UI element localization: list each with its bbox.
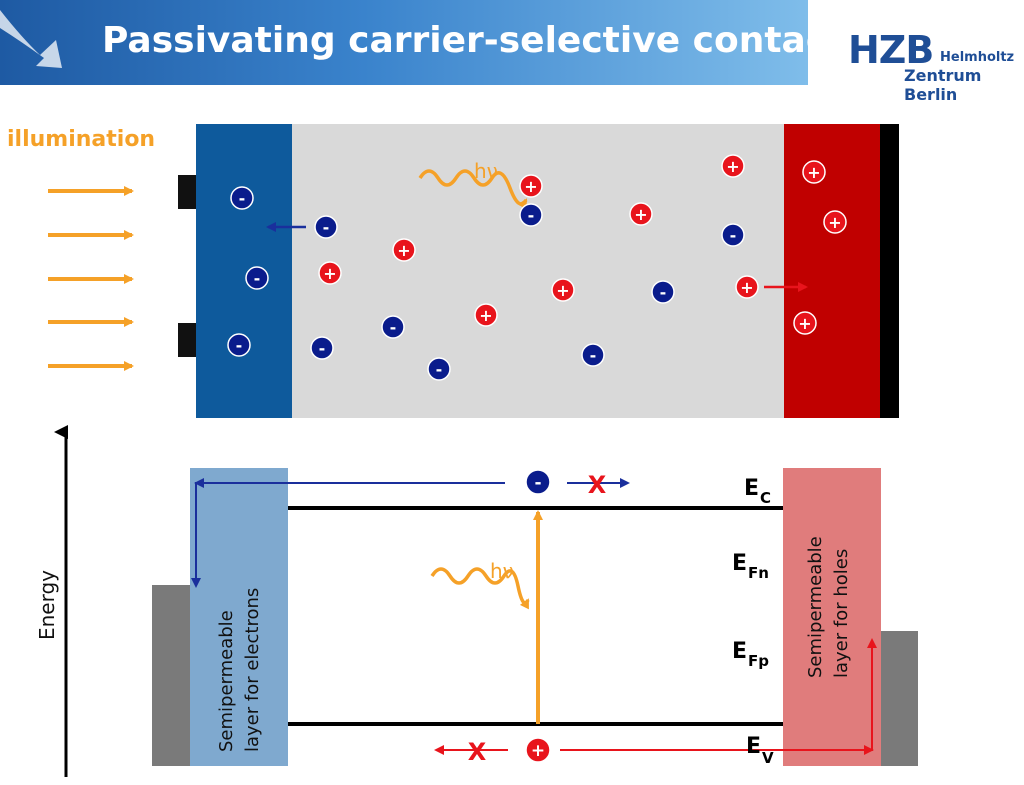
hole: + <box>721 154 745 178</box>
band-electron: - <box>525 469 551 495</box>
svg-text:+: + <box>479 306 492 325</box>
photon-wave-bottom <box>430 567 530 610</box>
absorber-layer <box>292 124 784 418</box>
electron: - <box>651 280 675 304</box>
rear-contact <box>880 124 899 418</box>
electron: - <box>314 215 338 239</box>
svg-text:+: + <box>531 741 545 761</box>
svg-text:-: - <box>436 360 443 379</box>
svg-text:+: + <box>740 278 753 297</box>
svg-text:-: - <box>319 339 326 358</box>
hole: + <box>823 210 847 234</box>
svg-text:+: + <box>397 241 410 260</box>
svg-text:-: - <box>590 346 597 365</box>
svg-text:E: E <box>732 639 747 664</box>
hole-layer-label-2: layer for holes <box>831 549 852 678</box>
ev-label: E V <box>746 734 774 767</box>
slide-title: Passivating carrier-selective contacts <box>102 20 866 61</box>
hole: + <box>793 311 817 335</box>
electron: - <box>230 186 254 210</box>
electron: - <box>427 357 451 381</box>
logo-line-1: Helmholtz <box>940 50 1015 65</box>
svg-text:-: - <box>730 226 737 245</box>
svg-text:V: V <box>762 749 774 767</box>
svg-text:E: E <box>744 476 759 501</box>
hole: + <box>629 202 653 226</box>
illumination-label: illumination <box>7 127 156 152</box>
svg-text:Fp: Fp <box>748 652 769 670</box>
photon-label-top: hν <box>474 159 498 183</box>
svg-text:+: + <box>556 281 569 300</box>
hole: + <box>551 278 575 302</box>
hole: + <box>519 174 543 198</box>
hole: + <box>802 160 826 184</box>
svg-text:+: + <box>634 205 647 224</box>
svg-text:+: + <box>807 163 820 182</box>
hole: + <box>474 303 498 327</box>
electron-blocked-mark: X <box>588 471 607 499</box>
svg-text:-: - <box>254 269 261 288</box>
svg-text:-: - <box>236 336 243 355</box>
svg-text:Fn: Fn <box>748 564 769 582</box>
svg-text:-: - <box>528 206 535 225</box>
svg-text:C: C <box>760 489 771 507</box>
svg-text:-: - <box>239 189 246 208</box>
hole: + <box>392 238 416 262</box>
logo-line-2: Zentrum Berlin <box>904 66 982 104</box>
band-hole: + <box>525 737 551 763</box>
electron: - <box>310 336 334 360</box>
electron: - <box>227 333 251 357</box>
svg-text:+: + <box>828 213 841 232</box>
hole-semipermeable-layer <box>783 468 881 766</box>
electron-semipermeable-layer <box>190 468 288 766</box>
svg-text:-: - <box>660 283 667 302</box>
svg-text:-: - <box>323 218 330 237</box>
electron: - <box>519 203 543 227</box>
efn-label: E Fn <box>732 551 769 582</box>
header-bar: Passivating carrier-selective contacts <box>0 0 866 85</box>
efp-label: E Fp <box>732 639 769 670</box>
svg-text:+: + <box>726 157 739 176</box>
hole-blocked-mark: X <box>468 738 487 766</box>
logo-mark: HZB <box>848 28 934 72</box>
svg-text:E: E <box>746 734 761 759</box>
hzb-logo: HZB Helmholtz Zentrum Berlin <box>848 28 1018 104</box>
svg-text:+: + <box>323 264 336 283</box>
svg-text:E: E <box>732 551 747 576</box>
photon-wave-top <box>418 169 528 210</box>
svg-text:+: + <box>524 177 537 196</box>
electron-layer-label-2: layer for electrons <box>242 588 263 752</box>
electron: - <box>245 266 269 290</box>
ec-label: E C <box>744 476 771 507</box>
electron: - <box>721 223 745 247</box>
electron: - <box>381 315 405 339</box>
photon-label-bottom: hν <box>490 559 514 583</box>
hole: + <box>735 275 759 299</box>
electron: - <box>581 343 605 367</box>
right-metal-contact <box>878 631 918 766</box>
hole-selective-layer <box>784 124 880 418</box>
svg-text:-: - <box>534 473 541 493</box>
hole: + <box>318 261 342 285</box>
left-metal-contact <box>152 585 192 766</box>
front-contact-finger-top <box>178 175 197 209</box>
illumination-arrows <box>48 186 134 371</box>
hole-layer-label-1: Semipermeable <box>805 536 826 678</box>
svg-text:+: + <box>798 314 811 333</box>
energy-axis-label: Energy <box>35 570 59 640</box>
electron-layer-label-1: Semipermeable <box>216 610 237 752</box>
header-swoosh-graphic <box>0 10 62 68</box>
svg-text:-: - <box>390 318 397 337</box>
electron-selective-layer <box>196 124 292 418</box>
front-contact-finger-bottom <box>178 323 197 357</box>
